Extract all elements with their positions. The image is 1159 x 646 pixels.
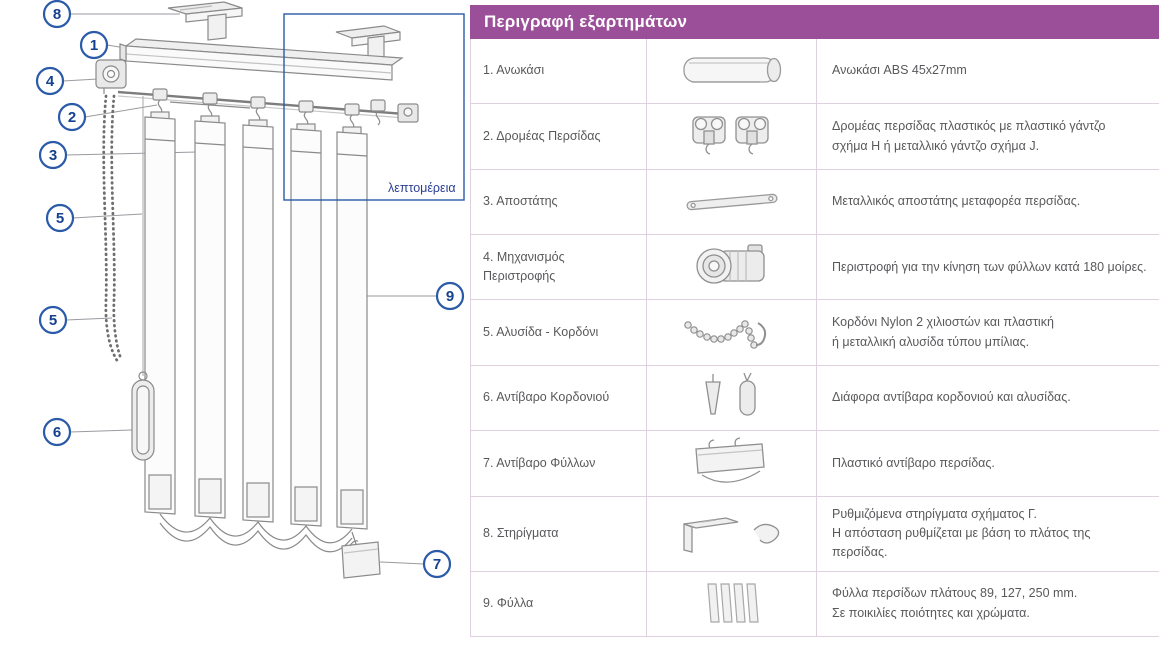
part-name: 8. Στηρίγματα xyxy=(471,496,647,571)
part-name: 6. Αντίβαρο Κορδονιού xyxy=(471,365,647,431)
part-icon xyxy=(647,39,817,104)
table-row: 6. Αντίβαρο Κορδονιού Διάφορα αντίβαρα κ… xyxy=(471,365,1159,432)
table-row: 5. Αλυσίδα - Κορδόνι Κορδόνι Nylon 2 xyxy=(471,300,1159,366)
callout-6: 6 xyxy=(42,417,72,447)
part-icon xyxy=(647,300,817,365)
table-row: 3. Αποστάτης Μεταλλικός αποστάτης μεταφο… xyxy=(471,169,1159,236)
part-name: 7. Αντίβαρο Φύλλων xyxy=(471,431,647,496)
callout-8: 8 xyxy=(42,0,72,29)
part-name: 1. Ανωκάσι xyxy=(471,39,647,104)
leader-lines xyxy=(62,13,437,565)
callout-5-lower: 5 xyxy=(38,305,68,335)
part-description: Περιστροφή για την κίνηση των φύλλων κατ… xyxy=(832,259,1147,274)
part-icon xyxy=(647,104,817,169)
callout-3: 3 xyxy=(38,140,68,170)
part-description: Δρομέας περσίδας πλαστικός με πλαστικό γ… xyxy=(832,119,1106,153)
callout-1: 1 xyxy=(79,30,109,60)
table-title: Περιγραφή εξαρτημάτων xyxy=(470,5,1159,39)
blinds-diagram-svg: λεπτομέρεια 8 1 4 2 3 5 5 6 9 7 xyxy=(35,0,465,579)
detail-box xyxy=(283,13,465,201)
part-icon xyxy=(647,235,817,300)
headrail-drawing xyxy=(119,38,404,81)
rotation-mechanism-drawing xyxy=(95,59,127,94)
part-name: 3. Αποστάτης xyxy=(471,169,647,235)
svg-text:7: 7 xyxy=(433,556,441,573)
parts-table: 1. Ανωκάσι Ανωκάσι ABS 45x27mm 2. Δρομέα… xyxy=(470,39,1159,637)
part-icon xyxy=(647,365,817,431)
callout-9: 9 xyxy=(435,281,465,311)
part-name: 2. Δρομέας Περσίδας xyxy=(471,104,647,169)
part-icon xyxy=(647,571,817,636)
chain-cord-icon xyxy=(683,319,766,349)
parts-panel: Περιγραφή εξαρτημάτων 1. Ανωκάσι Ανωκάσι… xyxy=(470,0,1159,646)
part-description: Ανωκάσι ABS 45x27mm xyxy=(832,63,967,78)
part-description: Φύλλα περσίδων πλάτους 89, 127, 250 mm. … xyxy=(832,586,1078,620)
chain-drawing xyxy=(102,94,144,376)
slat-weight-drawing xyxy=(341,531,381,579)
spacer-icon xyxy=(686,193,777,211)
bottom-chain-drawing xyxy=(159,513,353,553)
carrier-drawing xyxy=(150,88,419,136)
part-icon xyxy=(647,169,817,235)
part-description: Κορδόνι Nylon 2 χιλιοστών και πλαστική ή… xyxy=(832,315,1054,349)
svg-text:6: 6 xyxy=(53,424,61,441)
spacer-drawing xyxy=(169,101,251,109)
slats-drawing xyxy=(144,116,368,530)
table-row: 2. Δρομέας Περσίδας xyxy=(471,104,1159,170)
svg-text:3: 3 xyxy=(49,147,57,164)
table-row: 4. Μηχανισμός Περιστροφής Περιστροφή xyxy=(471,235,1159,301)
cord-weight-icon xyxy=(704,372,756,416)
part-name: 4. Μηχανισμός Περιστροφής xyxy=(471,235,647,300)
part-description: Πλαστικό αντίβαρο περσίδας. xyxy=(832,455,995,470)
svg-text:4: 4 xyxy=(46,73,55,90)
table-row: 9. Φύλλα Φύλλα περσίδων πλάτους 89, 127,… xyxy=(471,571,1159,637)
cord-weight-drawing xyxy=(131,371,155,461)
svg-text:5: 5 xyxy=(49,312,57,329)
svg-text:1: 1 xyxy=(90,37,98,54)
part-icon xyxy=(647,496,817,571)
detail-label: λεπτομέρεια xyxy=(388,181,456,195)
callout-2: 2 xyxy=(57,102,87,132)
slats-icon xyxy=(706,583,759,623)
part-description: Μεταλλικός αποστάτης μεταφορέα περσίδας. xyxy=(832,194,1081,209)
rotation-mechanism-icon xyxy=(695,244,765,284)
tilt-rod-drawing xyxy=(117,90,419,120)
part-description: Διάφορα αντίβαρα κορδονιού και αλυσίδας. xyxy=(832,390,1071,405)
carrier-icon xyxy=(691,115,769,155)
bracket-icon xyxy=(682,516,779,553)
rail-profile-icon xyxy=(682,57,781,83)
part-name: 9. Φύλλα xyxy=(471,571,647,636)
table-row: 7. Αντίβαρο Φύλλων Πλαστικό αντίβαρο περ… xyxy=(471,431,1159,497)
callout-4: 4 xyxy=(35,66,65,96)
callout-5-upper: 5 xyxy=(45,203,75,233)
slat-weight-icon xyxy=(694,437,765,484)
callout-7: 7 xyxy=(422,549,452,579)
blinds-diagram: λεπτομέρεια 8 1 4 2 3 5 5 6 9 7 xyxy=(0,0,470,646)
svg-text:8: 8 xyxy=(53,6,61,23)
table-row: 1. Ανωκάσι Ανωκάσι ABS 45x27mm xyxy=(471,39,1159,105)
part-name: 5. Αλυσίδα - Κορδόνι xyxy=(471,300,647,365)
svg-text:2: 2 xyxy=(68,109,76,126)
bracket-drawing xyxy=(167,1,401,61)
svg-text:5: 5 xyxy=(56,210,64,227)
part-description: Ρυθμιζόμενα στηρίγματα σχήματος Γ. Η από… xyxy=(832,506,1091,560)
svg-text:9: 9 xyxy=(446,288,454,305)
part-icon xyxy=(647,431,817,496)
table-row: 8. Στηρίγματα Ρυθμιζόμενα στηρίγματα σχή… xyxy=(471,496,1159,572)
